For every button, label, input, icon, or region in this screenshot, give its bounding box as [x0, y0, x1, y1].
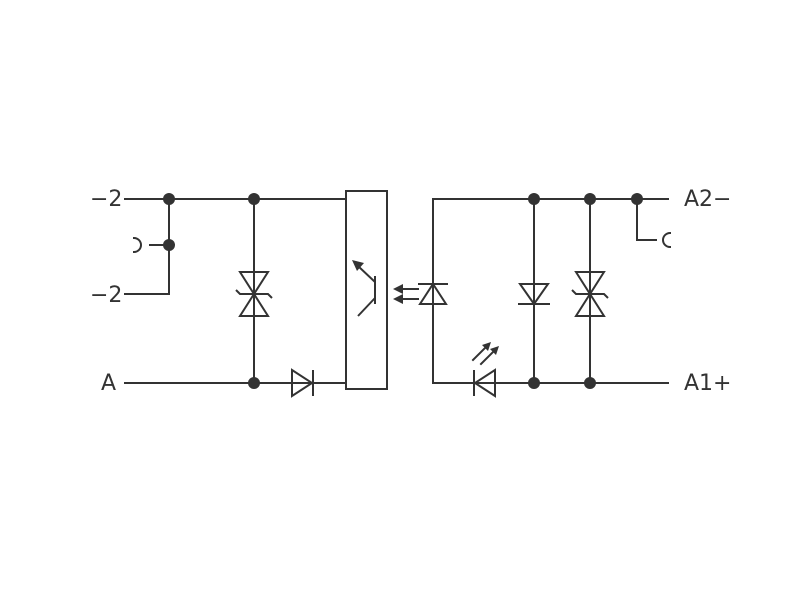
right-suppressor-diode: [571, 271, 609, 317]
right-jumper-socket: [662, 231, 672, 249]
right-jumper-wire: [636, 198, 657, 241]
right-freewheel-diode: [518, 283, 550, 306]
junction-dots: [163, 193, 643, 389]
left-suppressor-diode: [235, 271, 273, 317]
status-led: [471, 342, 499, 398]
junction-dot: [528, 377, 540, 389]
optical-arrows: [393, 284, 419, 304]
transistor-arrow: [352, 260, 364, 271]
transistor-collector: [357, 265, 376, 283]
label-right-top: A2−: [684, 187, 731, 212]
left-series-diode: [290, 368, 314, 398]
junction-dot: [163, 193, 175, 205]
label-left-mid: −2: [90, 283, 122, 308]
label-right-bottom: A1+: [684, 371, 731, 396]
right-output-wiring: [432, 198, 672, 384]
optocoupler-led: [418, 282, 448, 305]
transistor-emitter: [357, 297, 376, 317]
left-input-wiring: [124, 198, 347, 384]
junction-dot: [163, 239, 175, 251]
junction-dot: [248, 193, 260, 205]
optocoupler-box: [345, 190, 388, 390]
bridge-jumper-socket: [132, 236, 142, 254]
junction-dot: [528, 193, 540, 205]
label-left-top: −2: [90, 187, 122, 212]
label-left-bottom: A: [101, 371, 116, 396]
junction-dot: [584, 193, 596, 205]
junction-dot: [248, 377, 260, 389]
junction-dot: [631, 193, 643, 205]
junction-dot: [584, 377, 596, 389]
